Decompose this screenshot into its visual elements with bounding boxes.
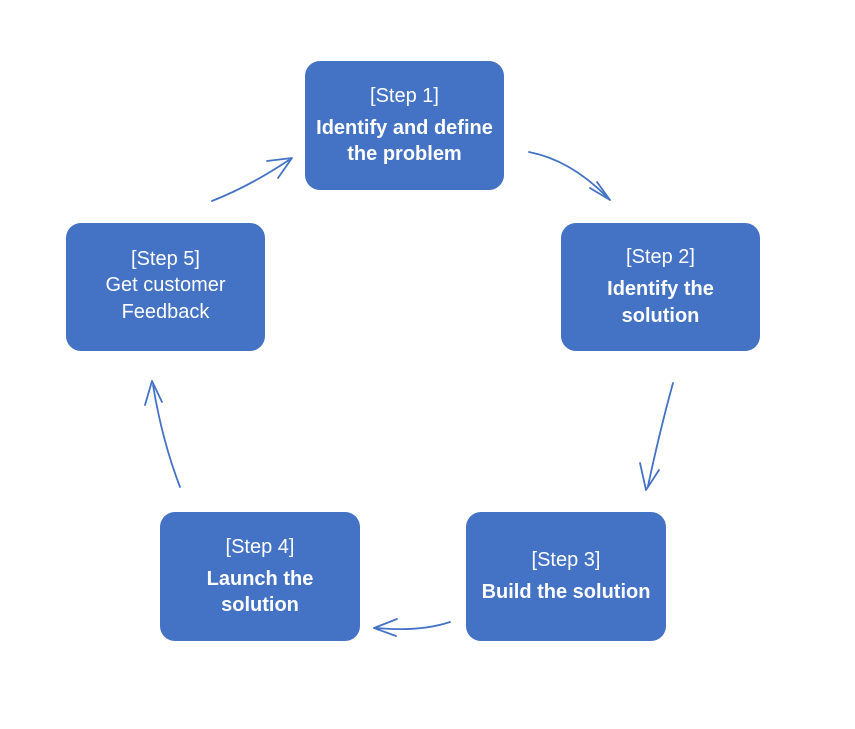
step-box-2[interactable]: [Step 2] Identify the solution — [561, 223, 760, 351]
step-2-title: Identify the solution — [607, 278, 714, 327]
step-5-title: Get customer Feedback — [105, 274, 226, 323]
step-4-label: [Step 4] — [225, 535, 295, 558]
step-3-title: Build the solution — [481, 581, 651, 603]
arrow-step-3-to-step-4 — [373, 618, 451, 637]
step-5-label: [Step 5] — [131, 248, 200, 271]
step-3-label: [Step 3] — [531, 549, 601, 572]
arrow-step-1-to-step-2 — [528, 151, 611, 201]
step-box-1[interactable]: [Step 1] Identify and define the problem — [305, 61, 504, 190]
step-1-title: Identify and define the problem — [316, 116, 493, 166]
step-box-5[interactable]: [Step 5] Get customer Feedback — [66, 223, 265, 351]
arrow-step-2-to-step-3 — [639, 382, 674, 491]
step-4-title: Launch the solution — [206, 567, 314, 617]
arrow-step-5-to-step-1 — [211, 157, 293, 202]
step-box-3[interactable]: [Step 3] Build the solution — [466, 512, 666, 641]
step-box-4[interactable]: [Step 4] Launch the solution — [160, 512, 360, 641]
arrow-step-4-to-step-5 — [144, 380, 181, 488]
step-2-label: [Step 2] — [626, 246, 695, 269]
step-1-label: [Step 1] — [370, 84, 439, 107]
